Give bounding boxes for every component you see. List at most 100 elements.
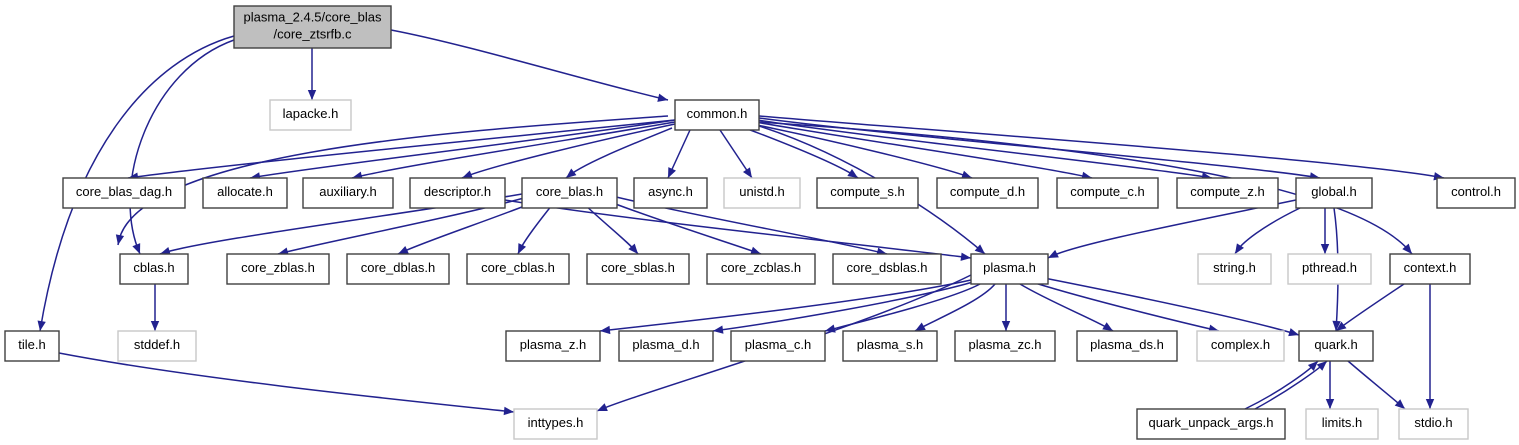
node-box[interactable] (706, 253, 816, 285)
graph-node-context[interactable]: context.h (1389, 253, 1471, 285)
edge-line (599, 197, 762, 255)
graph-node-auxiliary[interactable]: auxiliary.h (302, 177, 394, 209)
graph-node-global[interactable]: global.h (1295, 177, 1373, 209)
node-box[interactable] (346, 253, 450, 285)
graph-node-compute_c[interactable]: compute_c.h (1056, 177, 1159, 209)
node-box[interactable] (730, 330, 826, 362)
node-box[interactable] (202, 177, 288, 209)
graph-node-plasma[interactable]: plasma.h (970, 253, 1049, 285)
node-box[interactable] (1197, 253, 1272, 285)
graph-node-complex[interactable]: complex.h (1196, 330, 1285, 362)
graph-node-lapacke[interactable]: lapacke.h (269, 99, 352, 131)
node-box[interactable] (1295, 177, 1373, 209)
graph-node-inttypes[interactable]: inttypes.h (513, 408, 598, 440)
node-label: compute_z.h (1190, 184, 1264, 199)
node-box[interactable] (816, 177, 919, 209)
graph-node-cblas[interactable]: cblas.h (119, 253, 189, 285)
node-box[interactable] (1305, 408, 1379, 440)
graph-node-root[interactable]: plasma_2.4.5/core_blas/core_ztsrfb.c (233, 5, 392, 49)
graph-node-core_dsblas[interactable]: core_dsblas.h (832, 253, 942, 285)
graph-node-unistd[interactable]: unistd.h (723, 177, 801, 209)
arrow-head-icon (503, 406, 514, 416)
graph-node-tile[interactable]: tile.h (4, 330, 60, 362)
graph-node-core_zcblas[interactable]: core_zcblas.h (706, 253, 816, 285)
edge-common-to-async (667, 129, 691, 179)
node-label: tile.h (18, 337, 45, 352)
node-box[interactable] (1398, 408, 1469, 440)
graph-node-compute_z[interactable]: compute_z.h (1176, 177, 1279, 209)
edge-plasma-to-quark (1043, 277, 1300, 337)
graph-node-core_cblas[interactable]: core_cblas.h (466, 253, 570, 285)
graph-node-core_sblas[interactable]: core_sblas.h (586, 253, 690, 285)
graph-node-stdio[interactable]: stdio.h (1398, 408, 1469, 440)
node-box[interactable] (1076, 330, 1178, 362)
node-box[interactable] (1287, 253, 1372, 285)
graph-node-compute_s[interactable]: compute_s.h (816, 177, 919, 209)
graph-node-common[interactable]: common.h (674, 99, 760, 131)
node-box[interactable] (1298, 330, 1374, 362)
node-box[interactable] (586, 253, 690, 285)
node-label: async.h (648, 184, 693, 199)
node-box[interactable] (505, 330, 601, 362)
graph-node-plasma_s[interactable]: plasma_s.h (842, 330, 938, 362)
arrow-head-icon (600, 325, 611, 335)
node-box[interactable] (513, 408, 598, 440)
graph-node-quark_unpack[interactable]: quark_unpack_args.h (1136, 408, 1286, 440)
graph-node-plasma_c[interactable]: plasma_c.h (730, 330, 826, 362)
node-box[interactable] (4, 330, 60, 362)
node-label: stdio.h (1414, 415, 1452, 430)
node-box[interactable] (954, 330, 1056, 362)
node-label: core_blas_dag.h (76, 184, 172, 199)
graph-node-plasma_ds[interactable]: plasma_ds.h (1076, 330, 1178, 362)
graph-node-plasma_d[interactable]: plasma_d.h (618, 330, 714, 362)
graph-node-compute_d[interactable]: compute_d.h (936, 177, 1039, 209)
node-box[interactable] (117, 330, 197, 362)
node-label: inttypes.h (528, 415, 584, 430)
arrow-head-icon (1394, 399, 1405, 409)
graph-node-stddef[interactable]: stddef.h (117, 330, 197, 362)
node-box[interactable] (936, 177, 1039, 209)
node-box[interactable] (1176, 177, 1279, 209)
node-box[interactable] (1389, 253, 1471, 285)
graph-node-quark[interactable]: quark.h (1298, 330, 1374, 362)
node-box[interactable] (674, 99, 760, 131)
node-box[interactable] (1056, 177, 1159, 209)
graph-node-core_zblas[interactable]: core_zblas.h (226, 253, 330, 285)
node-box[interactable] (842, 330, 938, 362)
arrow-head-icon (398, 245, 409, 254)
graph-node-control[interactable]: control.h (1436, 177, 1516, 209)
graph-node-core_blas[interactable]: core_blas.h (521, 177, 618, 209)
edge-common-to-unistd (719, 129, 753, 179)
graph-node-descriptor[interactable]: descriptor.h (409, 177, 506, 209)
node-box[interactable] (521, 177, 618, 209)
graph-node-pthread[interactable]: pthread.h (1287, 253, 1372, 285)
node-box[interactable] (119, 253, 189, 285)
graph-node-plasma_z[interactable]: plasma_z.h (505, 330, 601, 362)
node-box[interactable] (62, 177, 186, 209)
graph-node-allocate[interactable]: allocate.h (202, 177, 288, 209)
node-box[interactable] (1196, 330, 1285, 362)
node-box[interactable] (723, 177, 801, 209)
edge-line (58, 352, 515, 413)
node-box[interactable] (1436, 177, 1516, 209)
graph-node-core_dblas[interactable]: core_dblas.h (346, 253, 450, 285)
node-box[interactable] (269, 99, 352, 131)
node-box[interactable] (970, 253, 1049, 285)
node-box[interactable] (226, 253, 330, 285)
node-box[interactable] (1136, 408, 1286, 440)
node-box[interactable] (832, 253, 942, 285)
graph-node-string[interactable]: string.h (1197, 253, 1272, 285)
node-box[interactable] (233, 5, 392, 49)
graph-node-plasma_zc[interactable]: plasma_zc.h (954, 330, 1056, 362)
graph-node-limits[interactable]: limits.h (1305, 408, 1379, 440)
graph-node-core_blas_dag[interactable]: core_blas_dag.h (62, 177, 186, 209)
node-box[interactable] (466, 253, 570, 285)
graph-node-async[interactable]: async.h (633, 177, 708, 209)
node-box[interactable] (302, 177, 394, 209)
edge-line (39, 35, 235, 332)
node-box[interactable] (409, 177, 506, 209)
node-box[interactable] (633, 177, 708, 209)
node-box[interactable] (618, 330, 714, 362)
